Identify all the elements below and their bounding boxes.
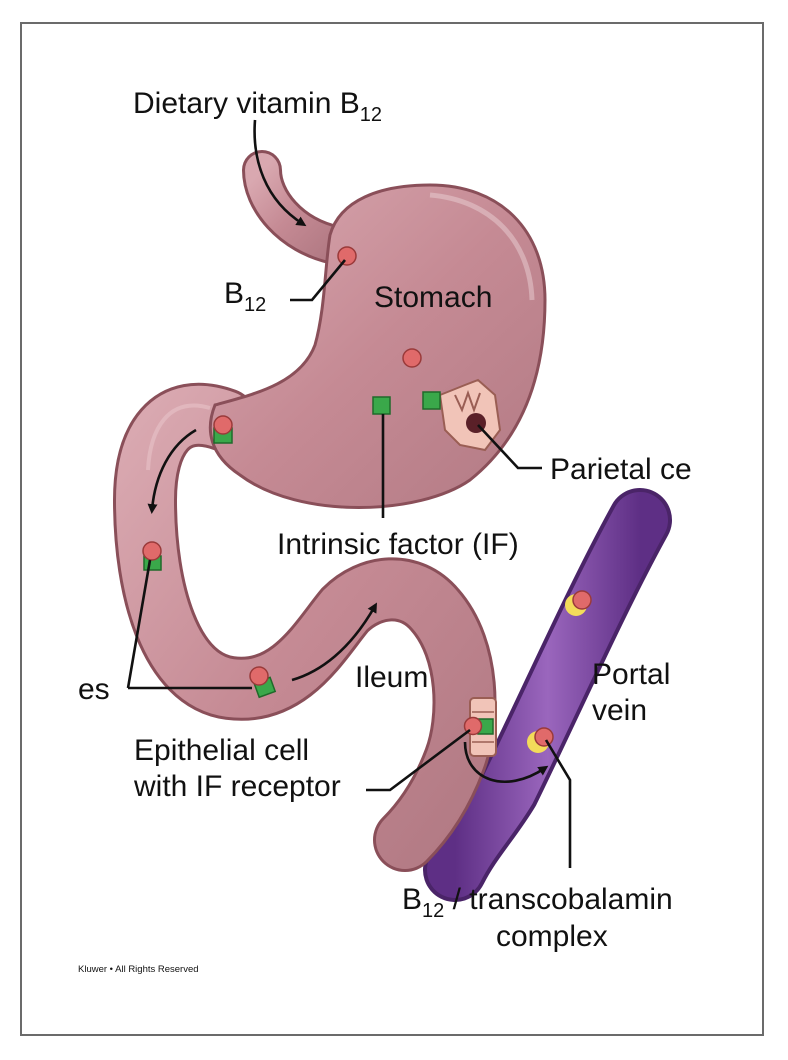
epithelial-cell-label-line1: Epithelial cell [134,734,309,767]
b12-label: B12 [224,277,266,316]
b12-dot [402,348,422,368]
stomach [208,183,547,509]
ileum-label: Ileum [355,661,428,694]
leader-lines [126,259,572,868]
transcobalamin-complex-label-line2: complex [496,920,608,953]
if-square [372,396,391,415]
b12-molecules [337,246,422,368]
copyright-credit: Kluwer • All Rights Reserved [78,964,199,975]
transcobalamin-complex-label-line1: B12 / transcobalamin [402,883,673,922]
if-square [422,391,441,410]
stomach-label: Stomach [374,281,492,314]
b12-transcobalamin-complexes [527,590,592,753]
portal-vein-label-line1: Portal [592,658,670,691]
intrinsic-factor-molecules [372,391,441,415]
small-intestine [112,382,497,872]
parietal-cell-label: Parietal ce [550,453,692,486]
intrinsic-factor-label: Intrinsic factor (IF) [277,528,519,561]
portal-vein-label-line2: vein [592,694,647,727]
epithelial-cell-label-line2: with IF receptor [133,770,341,803]
b12-dot [337,246,357,266]
complexes-label: es [78,673,110,706]
esophagus [242,150,355,265]
flow-arrows [147,119,549,784]
dietary-vitamin-b12-label: Dietary vitamin B12 [133,87,382,126]
